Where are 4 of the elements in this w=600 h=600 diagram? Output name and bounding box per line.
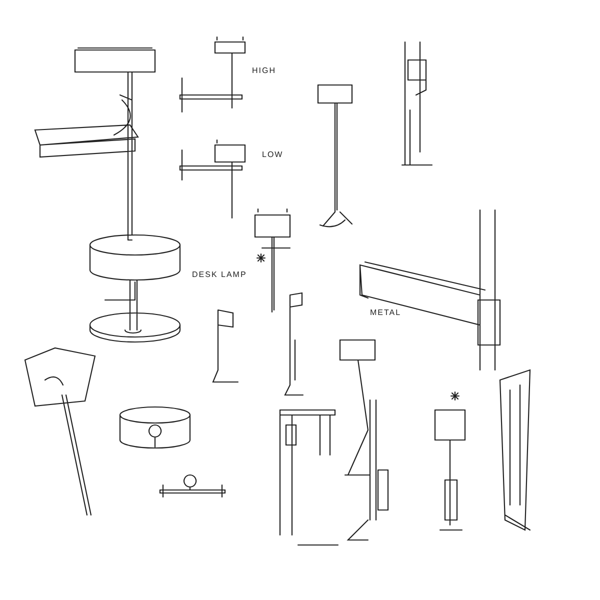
annotation-text: DESK LAMP [192,270,247,279]
annotation-text: HIGH [252,66,276,75]
annotation-text: METAL [370,308,402,317]
annotation-text: LOW [262,150,284,159]
